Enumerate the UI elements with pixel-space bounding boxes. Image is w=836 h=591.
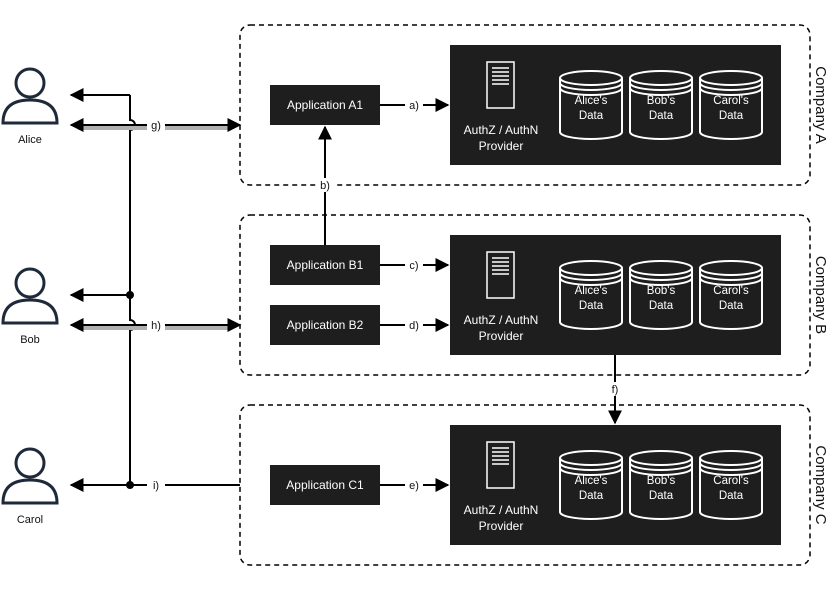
- application-b2-box: [270, 305, 380, 345]
- alice-data-label: Alice's: [575, 475, 608, 487]
- carol-person-icon: [1, 447, 59, 505]
- alice-data-store-icon: [559, 260, 623, 330]
- bob-data-label: Data: [649, 110, 674, 122]
- company-a-label: Company A: [812, 66, 829, 144]
- company-c-container: [239, 404, 811, 566]
- bob-label: Bob: [20, 334, 40, 346]
- bob-data-label: Data: [649, 300, 674, 312]
- edge-f-label: f): [612, 384, 619, 396]
- edge-d-label: d): [409, 320, 419, 332]
- carol-data-label: Data: [719, 300, 744, 312]
- application-a1-box: [270, 85, 380, 125]
- provider-label: AuthZ / AuthN: [464, 503, 539, 517]
- alice-label: Alice: [18, 134, 42, 146]
- carol-data-label: Carol's: [713, 475, 749, 487]
- provider-label: Provider: [479, 139, 524, 153]
- application-c1-box: [270, 465, 380, 505]
- company-a-container: [239, 24, 811, 186]
- server-icon: [486, 61, 515, 109]
- edge-h-label: h): [151, 320, 161, 332]
- carol-data-label: Carol's: [713, 95, 749, 107]
- server-icon: [486, 441, 515, 489]
- carol-data-label: Carol's: [713, 285, 749, 297]
- bob-data-store-icon: [629, 260, 693, 330]
- shared-trunk-line: [129, 95, 136, 485]
- edge-i-label: i): [153, 480, 159, 492]
- carol-data-store-icon: [699, 260, 763, 330]
- provider-label: Provider: [479, 329, 524, 343]
- carol-label: Carol: [17, 514, 43, 526]
- carol-data-store-icon: [699, 450, 763, 520]
- alice-data-label: Data: [579, 110, 604, 122]
- company-b-provider-panel: [450, 235, 781, 355]
- alice-data-label: Alice's: [575, 95, 608, 107]
- application-b2-label: Application B2: [287, 318, 364, 332]
- alice-data-store-icon: [559, 70, 623, 140]
- bob-data-store-icon: [629, 70, 693, 140]
- alice-data-label: Data: [579, 490, 604, 502]
- edge-g-label: g): [151, 120, 161, 132]
- edge-e-label: e): [409, 480, 419, 492]
- edge-a-label: a): [409, 100, 419, 112]
- edge-b-label: b): [320, 180, 330, 192]
- application-a1-label: Application A1: [287, 98, 363, 112]
- application-b1-box: [270, 245, 380, 285]
- server-icon: [486, 251, 515, 299]
- company-b-label: Company B: [812, 256, 829, 334]
- alice-person-icon: [1, 67, 59, 125]
- carol-data-store-icon: [699, 70, 763, 140]
- application-b1-label: Application B1: [287, 258, 364, 272]
- alice-data-label: Data: [579, 300, 604, 312]
- company-b-container: [239, 214, 811, 376]
- provider-label: AuthZ / AuthN: [464, 313, 539, 327]
- carol-data-label: Data: [719, 490, 744, 502]
- provider-label: Provider: [479, 519, 524, 533]
- bob-person-icon: [1, 267, 59, 325]
- edge-c-label: c): [409, 260, 418, 272]
- bob-data-label: Bob's: [647, 95, 676, 107]
- company-a-provider-panel: [450, 45, 781, 165]
- bob-data-label: Bob's: [647, 285, 676, 297]
- bob-data-store-icon: [629, 450, 693, 520]
- carol-data-label: Data: [719, 110, 744, 122]
- bob-data-label: Data: [649, 490, 674, 502]
- provider-label: AuthZ / AuthN: [464, 123, 539, 137]
- company-c-label: Company C: [812, 445, 829, 524]
- alice-data-label: Alice's: [575, 285, 608, 297]
- application-c1-label: Application C1: [286, 478, 364, 492]
- bob-data-label: Bob's: [647, 475, 676, 487]
- company-c-provider-panel: [450, 425, 781, 545]
- alice-data-store-icon: [559, 450, 623, 520]
